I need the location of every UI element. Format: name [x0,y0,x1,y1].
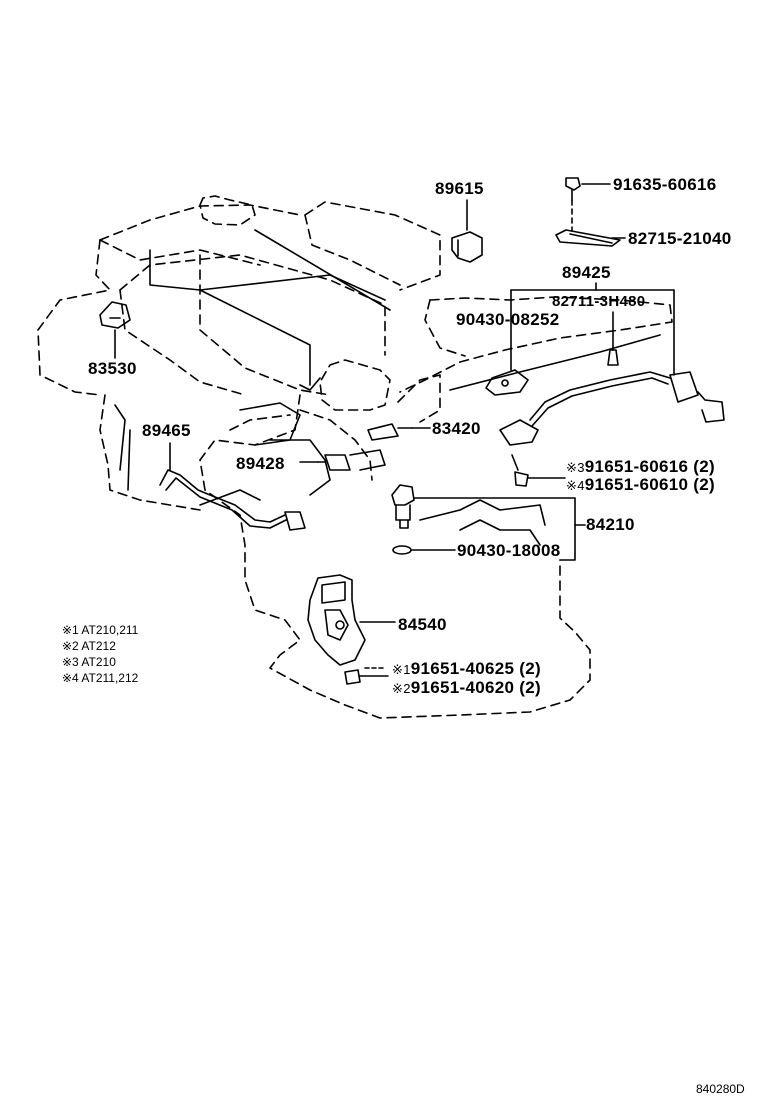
engine-details [114,229,661,546]
label-89615: 89615 [435,179,484,198]
bolt-91651-60616-shape [511,454,529,487]
label-90430-08252: 90430-08252 [456,310,560,329]
marker-3: ※3 [566,460,585,475]
label-91651-40625-text: 91651-40625 (2) [410,659,541,678]
marker-1: ※1 [392,662,411,677]
leader-84210 [414,497,576,561]
note-4: ※4 AT211,212 [62,671,139,685]
part-83420-shape [367,423,413,441]
label-84540: 84540 [398,615,447,634]
note-3: ※3 AT210 [62,655,116,669]
part-89615-shape [451,231,483,263]
sensor-89428-shape [317,454,351,471]
part-83530-shape [99,301,131,329]
label-91651-40625: ※191651-40625 (2) [392,660,541,677]
label-91635-60616: 91635-60616 [613,175,717,194]
label-82715-21040: 82715-21040 [628,229,732,248]
switch-84540-shape [307,574,366,666]
note-1: ※1 AT210,211 [62,623,139,637]
label-91651-60610-text: 91651-60610 (2) [584,475,715,494]
reference-code: 840280D [696,1082,745,1096]
bolt-91635-shape [565,177,581,201]
label-84210: 84210 [586,515,635,534]
label-89428: 89428 [236,454,285,473]
label-82711-3h480: 82711-3H480 [552,293,646,310]
engine-outline [37,195,673,719]
sensor-89465-shape [159,469,306,531]
label-91651-40620-text: 91651-40620 (2) [410,678,541,697]
note-2: ※2 AT212 [62,639,116,653]
label-89465: 89465 [142,421,191,440]
label-91651-60616: ※391651-60616 (2) [566,458,715,475]
label-91651-40620: ※291651-40620 (2) [392,679,541,696]
bracket-82715-shape [555,229,621,247]
label-83530: 83530 [88,359,137,378]
bolt-91651-40625-shape [344,667,386,685]
label-90430-18008: 90430-18008 [457,541,561,560]
marker-2: ※2 [392,681,411,696]
gasket-90430-18008-shape [392,545,412,555]
label-89425: 89425 [562,263,611,282]
o2-sensor-89425-shape [485,369,725,446]
label-91651-60616-text: 91651-60616 (2) [584,457,715,476]
switch-84210-shape [391,484,415,529]
label-83420: 83420 [432,419,481,438]
marker-4: ※4 [566,478,585,493]
label-91651-60610: ※491651-60610 (2) [566,476,715,493]
